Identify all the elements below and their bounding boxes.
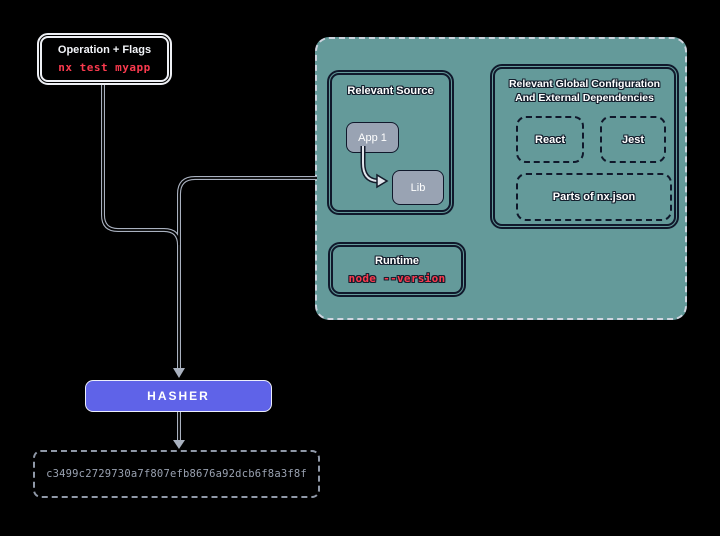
runtime-title: Runtime	[375, 254, 419, 267]
dependency-nxjson-label: Parts of nx.json	[552, 191, 636, 203]
relevant-source-title: Relevant Source	[347, 85, 434, 97]
global-config-title-line2: And External Dependencies	[515, 91, 654, 104]
arrowhead-into-hasher-icon	[173, 368, 185, 378]
global-config-box: Relevant Global Configuration And Extern…	[490, 64, 679, 229]
hash-output-value: c3499c2729730a7f807efb8676a92dcb6f8a3f8f	[46, 468, 307, 480]
project-node-app1-label: App 1	[358, 131, 387, 144]
hasher-label: HASHER	[147, 389, 210, 403]
dependency-react-label: React	[535, 133, 565, 146]
global-config-title-line1: Relevant Global Configuration	[508, 78, 661, 90]
dependency-jest-label: Jest	[621, 133, 645, 146]
connector-panel-to-hasher	[177, 176, 317, 369]
relevant-source-box: Relevant Source App 1 Lib	[327, 70, 454, 215]
connector-operation-to-hasher	[101, 85, 181, 246]
project-node-lib-label: Lib	[410, 181, 426, 194]
operation-command-text: nx test myapp	[58, 61, 151, 74]
global-config-title: Relevant Global Configuration And Extern…	[495, 78, 674, 105]
operation-flags-box: Operation + Flags nx test myapp	[37, 33, 172, 85]
arrowhead-into-hash-icon	[173, 440, 185, 449]
runtime-box: Runtime node --version	[328, 242, 466, 297]
dependency-nxjson: Parts of nx.json	[516, 173, 672, 221]
hasher-box: HASHER	[85, 380, 272, 412]
dependency-react: React	[516, 116, 584, 163]
project-node-app1: App 1	[346, 122, 399, 153]
hash-output-box: c3499c2729730a7f807efb8676a92dcb6f8a3f8f	[33, 450, 320, 498]
hash-inputs-panel: Relevant Source App 1 Lib Relevant Globa…	[315, 37, 687, 320]
project-node-lib: Lib	[392, 170, 444, 205]
dependency-jest: Jest	[600, 116, 666, 163]
runtime-command-text: node --version	[348, 271, 446, 285]
operation-flags-title: Operation + Flags	[57, 44, 152, 56]
